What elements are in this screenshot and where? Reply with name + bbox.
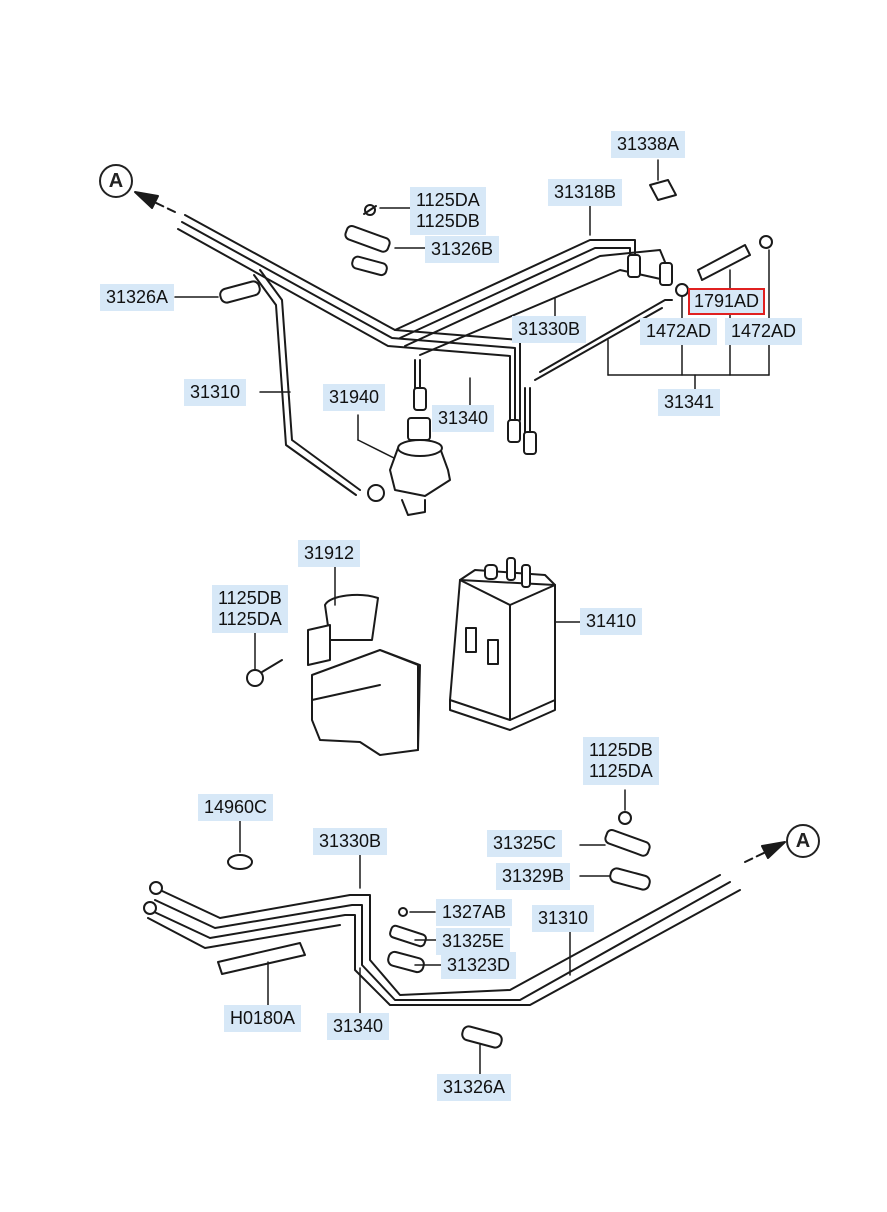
- clip-31326A-bot: [461, 1025, 503, 1049]
- hose-H0180A: [217, 942, 306, 975]
- part-label-31325E[interactable]: 31325E: [436, 928, 511, 955]
- direction-marker-bottom: A: [786, 824, 820, 858]
- clip-31323D: [387, 950, 425, 974]
- clip-31325E: [389, 924, 427, 948]
- fuel-tubes-top: [177, 214, 673, 446]
- part-label-1472AD-b[interactable]: 1472AD: [725, 318, 803, 345]
- part-label-31310-bot[interactable]: 31310: [532, 905, 595, 932]
- part-label-31325C[interactable]: 31325C: [487, 830, 563, 857]
- part-label-1472AD-a[interactable]: 1472AD: [640, 318, 718, 345]
- part-label-31310-top[interactable]: 31310: [184, 379, 247, 406]
- cap-14960C: [227, 854, 253, 870]
- part-label-31940[interactable]: 31940: [323, 384, 386, 411]
- part-label-31912[interactable]: 31912: [298, 540, 361, 567]
- clip-31329B: [609, 867, 651, 891]
- part-label-31326B[interactable]: 31326B: [425, 236, 500, 263]
- clip-31326A-top: [219, 280, 261, 304]
- clip-31338A: [649, 179, 677, 201]
- part-label-1327AB[interactable]: 1327AB: [436, 899, 513, 926]
- arrow-to-A-top: [134, 191, 176, 213]
- clamp-1472AD: [675, 235, 773, 297]
- part-label-14960C[interactable]: 14960C: [198, 794, 274, 821]
- part-label-31340-top[interactable]: 31340: [432, 405, 495, 432]
- bolt-1125DB-mid: [246, 659, 283, 687]
- direction-marker-top: A: [99, 164, 133, 198]
- part-label-31326A-top[interactable]: 31326A: [100, 284, 175, 311]
- regulator-31940: [389, 417, 451, 516]
- arrow-to-A-bottom: [744, 841, 786, 863]
- part-label-31329B[interactable]: 31329B: [496, 863, 571, 890]
- part-label-1125DB-1125DA-bot[interactable]: 1125DB 1125DA: [583, 737, 659, 785]
- part-label-31338A[interactable]: 31338A: [611, 131, 686, 158]
- part-label-31340-bot[interactable]: 31340: [327, 1013, 390, 1040]
- canister-31410: [449, 557, 556, 731]
- part-label-31326A-bot[interactable]: 31326A: [437, 1074, 512, 1101]
- part-label-31410[interactable]: 31410: [580, 608, 643, 635]
- bolt-1125DB-bot: [618, 789, 632, 825]
- clip-31325C: [604, 828, 651, 857]
- part-label-1125DB-1125DA-mid[interactable]: 1125DB 1125DA: [212, 585, 288, 633]
- part-label-31341[interactable]: 31341: [658, 389, 721, 416]
- hose-1791AD: [697, 244, 751, 281]
- part-label-H0180A[interactable]: H0180A: [224, 1005, 302, 1032]
- clip-31326B: [344, 224, 391, 277]
- part-label-31318B[interactable]: 31318B: [548, 179, 623, 206]
- part-label-31330B-bot[interactable]: 31330B: [313, 828, 388, 855]
- part-label-1791AD[interactable]: 1791AD: [688, 288, 766, 315]
- bolt-1125DA-top: [363, 204, 377, 216]
- part-label-31330B-top[interactable]: 31330B: [512, 316, 587, 343]
- tube-31310-top: [259, 269, 361, 491]
- part-label-1125DA-1125DB-top[interactable]: 1125DA 1125DB: [410, 187, 486, 235]
- bracket-31912: [307, 593, 421, 756]
- fuel-tubes-bottom: [147, 874, 741, 1006]
- part-label-31323D[interactable]: 31323D: [441, 952, 517, 979]
